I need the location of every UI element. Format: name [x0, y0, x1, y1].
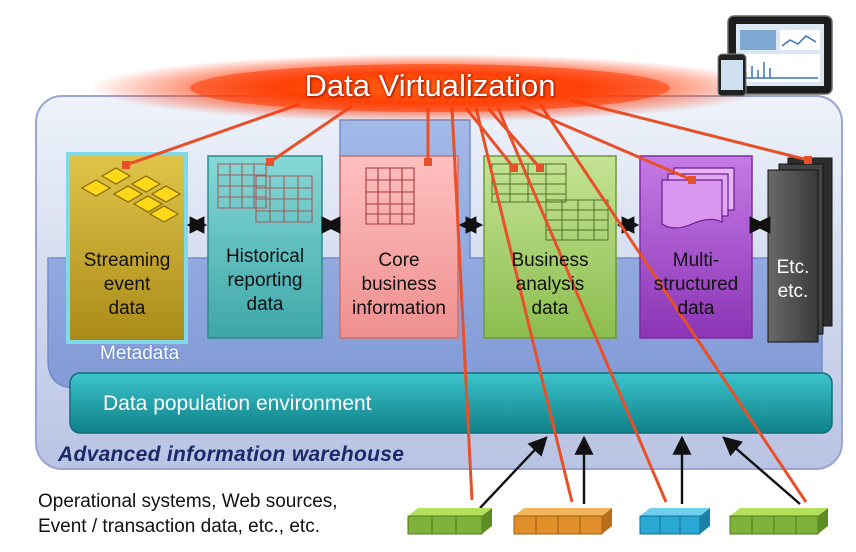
store-streaming — [66, 152, 188, 344]
source-arrows — [479, 435, 801, 509]
population-bar — [69, 372, 833, 434]
source-block-3 — [639, 508, 710, 535]
connector-ends — [122, 156, 812, 184]
store-core — [339, 155, 459, 339]
store-etc — [767, 157, 833, 343]
tablet-phone-icon — [717, 15, 833, 97]
source-block-4 — [729, 508, 828, 535]
population-label: Data population environment — [103, 392, 372, 415]
warehouse-label: Advanced information warehouse — [58, 443, 405, 466]
source-block-1 — [407, 508, 492, 535]
sources-line-1: Operational systems, Web sources, — [38, 491, 338, 512]
metadata-label: Metadata — [100, 343, 180, 364]
data-virtualization-title: Data Virtualization — [304, 68, 556, 103]
store-label-etc: Etc.etc. — [776, 257, 810, 302]
store-historical — [207, 155, 323, 339]
sources-line-2: Event / transaction data, etc., etc. — [38, 516, 320, 537]
sources-caption: Operational systems, Web sources, Event … — [38, 489, 338, 539]
source-block-2 — [513, 508, 612, 535]
